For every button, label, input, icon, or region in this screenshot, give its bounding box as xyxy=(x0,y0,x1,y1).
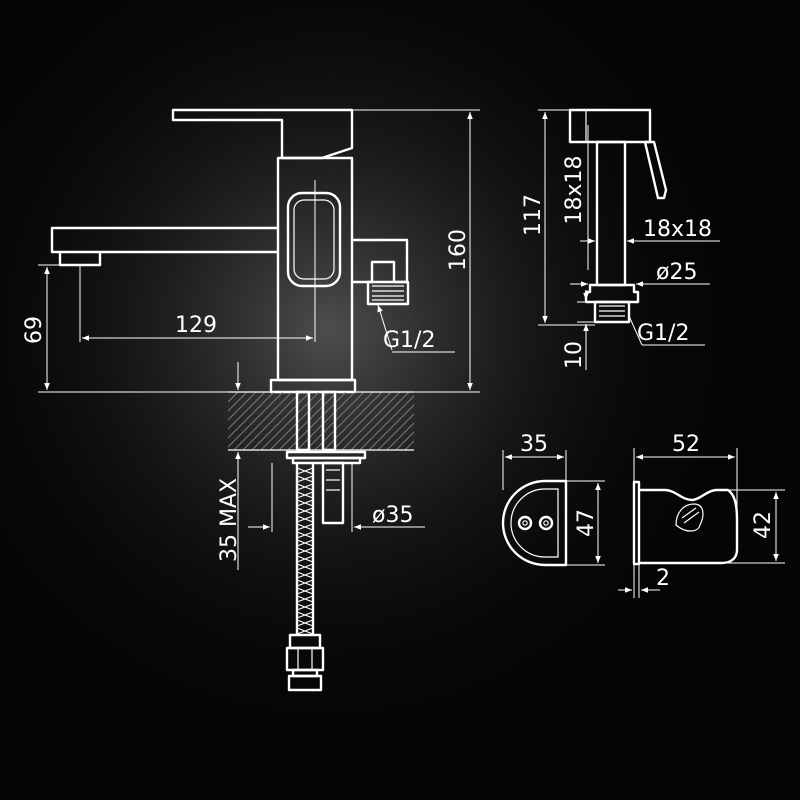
holder-side-width-label: 52 xyxy=(672,432,700,457)
hatch-line xyxy=(228,392,266,430)
hose-braid-line xyxy=(296,507,314,515)
hand-sprayer xyxy=(568,108,668,324)
hose-braid-line xyxy=(296,515,314,523)
hatch-line xyxy=(314,392,374,450)
holder-wall-plate xyxy=(632,480,641,566)
hatch-line xyxy=(332,392,392,450)
hose-thread-label: G1/2 xyxy=(383,328,435,353)
hose-braid-line xyxy=(296,547,314,555)
hose-braid-line xyxy=(296,475,314,483)
faucet-height-label: 160 xyxy=(446,229,471,271)
sprayer-thread xyxy=(593,300,631,324)
flexible-hose xyxy=(285,463,325,692)
sprayer-body-label: 18x18 xyxy=(643,217,712,242)
hose-braid-line xyxy=(296,467,314,475)
hatch-line xyxy=(386,422,414,450)
hatch-line xyxy=(359,395,414,450)
holder-front-width-label: 35 xyxy=(520,432,548,457)
hatch-line xyxy=(251,392,311,450)
hose-braid-line xyxy=(296,491,314,499)
hatch-line xyxy=(228,392,257,421)
hatch-line xyxy=(323,392,383,450)
dim-sprayer-thread: 10 G1/2 xyxy=(562,290,705,370)
hatch-line xyxy=(350,392,410,450)
sprayer-length-label: 117 xyxy=(521,194,546,236)
hatch-line xyxy=(228,392,239,403)
sprayer-base xyxy=(584,283,640,304)
hatch-line xyxy=(341,392,401,450)
dim-holder-plate: 2 xyxy=(618,564,670,598)
dim-holder-front-height: 47 xyxy=(566,480,605,566)
dim-mount-hole: ø35 xyxy=(248,463,425,532)
hatch-line xyxy=(368,404,414,450)
dim-holder-front-width: 35 xyxy=(502,432,567,490)
spout-reach-label: 129 xyxy=(175,313,217,338)
hatch-line xyxy=(228,392,284,448)
faucet-spout xyxy=(50,226,278,254)
holder-screw-hole-left xyxy=(517,515,533,531)
hatch-line xyxy=(395,431,414,450)
sprayer-handle-label: 18x18 xyxy=(562,155,587,224)
diverter-thread xyxy=(366,280,410,306)
dim-hose-thread: G1/2 xyxy=(377,304,455,353)
hatch-line xyxy=(377,413,414,450)
hose-braid-line xyxy=(296,483,314,491)
dim-sprayer-handle: 18x18 xyxy=(562,125,589,270)
dim-holder-side-width: 52 xyxy=(633,432,738,520)
faucet-window xyxy=(286,191,342,288)
hose-braid-line xyxy=(296,595,314,603)
holder-screw-hole-right xyxy=(538,515,554,531)
dim-sprayer-body: 18x18 xyxy=(580,217,720,244)
hatch-line xyxy=(242,392,302,450)
hatch-line xyxy=(233,392,293,450)
sprayer-trigger xyxy=(643,140,668,200)
hatch-line xyxy=(228,392,248,412)
holder-front-outline xyxy=(501,479,568,567)
dim-sprayer-base: ø25 xyxy=(570,260,710,287)
dim-sprayer-length: 117 xyxy=(521,109,595,326)
holder-front-height-label: 47 xyxy=(574,509,599,537)
holder-front-inner xyxy=(510,488,559,558)
hose-braid-line xyxy=(296,499,314,507)
hose-braid-line xyxy=(296,539,314,547)
holder-plate-label: 2 xyxy=(656,566,670,591)
hose-braid-line xyxy=(296,571,314,579)
faucet-window-inner xyxy=(293,199,335,280)
hose-braid-line xyxy=(296,587,314,595)
hose-braid-line xyxy=(296,579,314,587)
hatch-line xyxy=(228,392,275,439)
holder-cradle-slot xyxy=(675,503,704,532)
holder-front-view xyxy=(501,479,568,567)
dim-spout-reach: 129 xyxy=(79,180,316,342)
hatch-line xyxy=(269,392,329,450)
dim-holder-side-height: 42 xyxy=(722,489,785,564)
dim-faucet-height: 160 xyxy=(352,109,480,393)
hose-braid-line xyxy=(296,531,314,539)
hatch-line xyxy=(296,392,356,450)
faucet-side-view xyxy=(50,108,410,394)
mount-depth-label: 35 MAX xyxy=(217,478,242,562)
diverter-outlet xyxy=(352,238,409,284)
hose-braid-line xyxy=(296,619,314,627)
hose-braid-line xyxy=(296,627,314,635)
hose-braid-line xyxy=(296,523,314,531)
sprayer-thread-label: G1/2 xyxy=(637,321,689,346)
spout-height-label: 69 xyxy=(22,316,47,344)
hose-braid-line xyxy=(296,563,314,571)
mount-hole-label: ø35 xyxy=(372,503,413,528)
hose-braid-line xyxy=(296,611,314,619)
under-sink-fixing xyxy=(285,390,367,525)
hose-braid-line xyxy=(296,555,314,563)
sprayer-base-label: ø25 xyxy=(656,260,697,285)
hose-braid-line xyxy=(296,603,314,611)
dim-mount-depth: 35 MAX xyxy=(217,362,248,570)
holder-side-height-label: 42 xyxy=(751,511,776,539)
sprayer-thread-len-label: 10 xyxy=(562,341,587,369)
